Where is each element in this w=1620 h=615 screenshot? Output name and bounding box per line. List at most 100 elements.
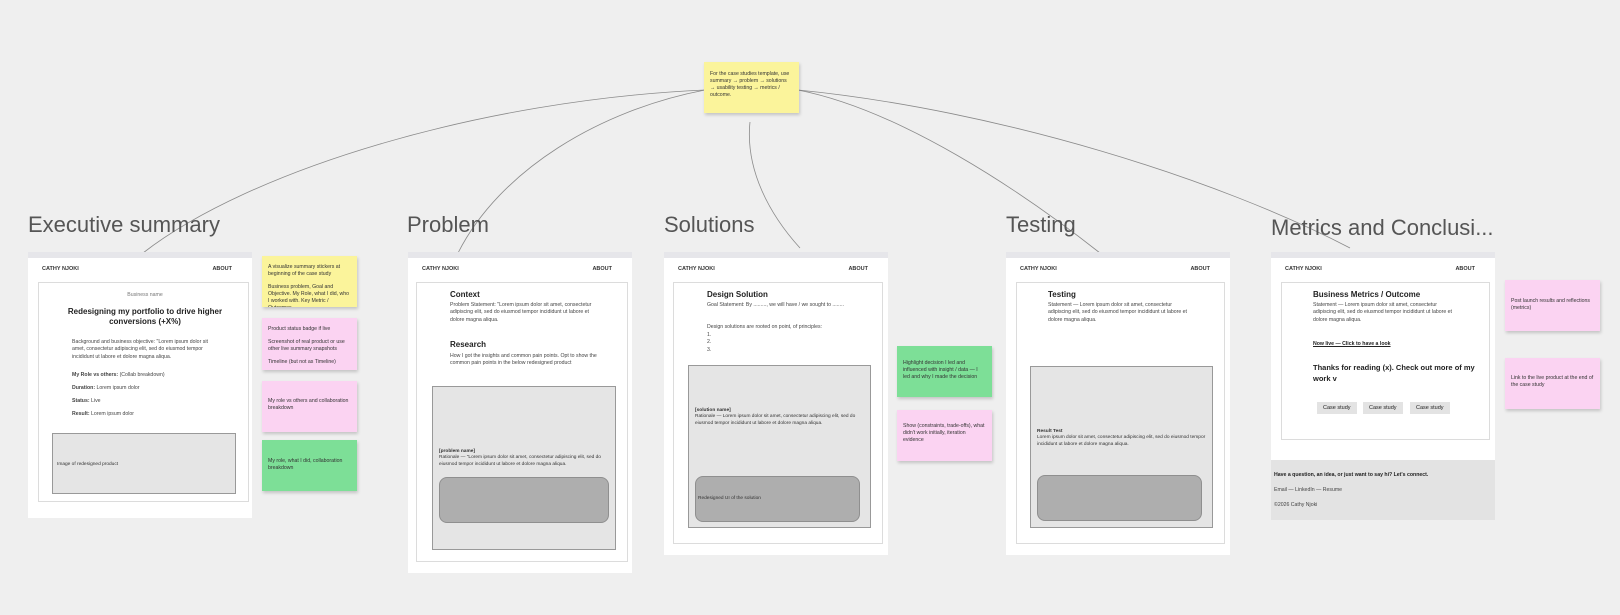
sticky-live-link[interactable]: Link to the live product at the end of t… (1505, 358, 1600, 409)
nav-about[interactable]: ABOUT (1190, 266, 1210, 272)
live-link[interactable]: Now live — Click to have a look (1313, 341, 1391, 347)
nav-bar: CATHY NJOKI ABOUT (42, 266, 232, 272)
sticky-product-status-1: Product status badge if live (268, 326, 331, 332)
sticky-template-note[interactable]: For the case studies template, use summa… (704, 62, 799, 113)
sticky-product-status-3: Timeline (but not as Timeline) (268, 359, 336, 366)
case-study-button-3[interactable]: Case study (1410, 402, 1450, 414)
frame-testing[interactable]: CATHY NJOKI ABOUT Testing Statement — Lo… (1006, 252, 1230, 555)
sticky-decision-led-text: Highlight decision I led and influenced … (903, 360, 978, 381)
research-heading: Research (450, 340, 487, 349)
research-text: How I got the insights and common pain p… (450, 353, 597, 367)
sticky-exec-summary-1: A visualize summary stickers at beginnin… (268, 264, 341, 278)
nav-bar: CATHY NJOKI ABOUT (678, 266, 868, 272)
nav-name[interactable]: CATHY NJOKI (1285, 266, 1322, 272)
result-value: Lorem ipsum dolor (91, 411, 135, 417)
thanks-text: Thanks for reading (x). Check out more o… (1313, 363, 1475, 383)
problem-caption-title: [problem name] (439, 449, 475, 454)
duration-row: Duration: Lorem ipsum dolor (72, 385, 139, 392)
design-solution-heading: Design Solution (707, 290, 768, 299)
frame-problem[interactable]: CATHY NJOKI ABOUT Context Problem Statem… (408, 252, 632, 573)
context-heading: Context (450, 290, 480, 299)
sticky-role-collab-text: My role vs others and collaboration brea… (268, 398, 349, 412)
sticky-post-launch-text: Post launch results and reflections (met… (1511, 298, 1591, 312)
status-label: Status: (72, 398, 90, 404)
sticky-product-status[interactable]: Product status badge if live Screenshot … (262, 318, 357, 370)
business-metrics-heading: Business Metrics / Outcome (1313, 290, 1421, 299)
nav-name[interactable]: CATHY NJOKI (1020, 266, 1057, 272)
heading-solutions: Solutions (664, 212, 755, 237)
sticky-decision-led[interactable]: Highlight decision I led and influenced … (897, 346, 992, 397)
page-card (38, 282, 249, 502)
testing-caption-text: Lorem ipsum dolor sit amet, consectetur … (1037, 435, 1206, 447)
nav-name[interactable]: CATHY NJOKI (422, 266, 459, 272)
frame-metrics[interactable]: CATHY NJOKI ABOUT Business Metrics / Out… (1271, 252, 1495, 520)
status-value: Live (91, 398, 101, 404)
role-row: My Role vs others: (Collab breakdown) (72, 372, 165, 379)
page-card (673, 282, 883, 544)
frame-executive-summary[interactable]: CATHY NJOKI ABOUT Business name Redesign… (28, 252, 252, 518)
sticky-constraints-text: Show (constraints, trade-offs), what did… (903, 423, 985, 444)
role-value: (Collab breakdown) (119, 372, 165, 378)
problem-caption: [problem name] Rationale — "Lorem ipsum … (439, 449, 609, 468)
testing-statement: Statement — Lorem ipsum dolor sit amet, … (1048, 302, 1187, 323)
nav-about[interactable]: ABOUT (212, 266, 232, 272)
redesigned-ui-placeholder: Redesigned UI of the solution (695, 476, 860, 522)
testing-image-placeholder: Result Test Lorem ipsum dolor sit amet, … (1030, 366, 1213, 528)
heading-problem: Problem (407, 212, 489, 237)
page-card (416, 282, 628, 562)
duration-value: Lorem ipsum dolor (96, 385, 140, 391)
page-card (1281, 282, 1490, 440)
principles-intro: Design solutions are rooted on point, of… (707, 324, 823, 330)
solution-caption-text: Rationale — Lorem ipsum dolor sit amet, … (695, 414, 856, 426)
principles-list: 1. 2. 3. (707, 332, 711, 354)
nav-name[interactable]: CATHY NJOKI (42, 266, 79, 272)
product-image-placeholder: Image of redesigned product (52, 433, 236, 494)
solution-caption-title: [solution name] (695, 408, 731, 413)
redesigned-ui-caption: Redesigned UI of the solution (698, 496, 761, 501)
frame-solutions[interactable]: CATHY NJOKI ABOUT Design Solution Goal S… (664, 252, 888, 555)
solution-image-placeholder: [solution name] Rationale — Lorem ipsum … (688, 365, 871, 528)
sticky-exec-summary[interactable]: A visualize summary stickers at beginnin… (262, 256, 357, 307)
testing-heading: Testing (1048, 290, 1076, 299)
exec-title: Redesigning my portfolio to drive higher… (67, 307, 223, 327)
role-label: My Role vs others: (72, 372, 119, 378)
problem-caption-text: Rationale — "Lorem ipsum dolor sit amet,… (439, 455, 601, 467)
principle-item-1: 1. (707, 332, 712, 338)
sticky-constraints[interactable]: Show (constraints, trade-offs), what did… (897, 410, 992, 461)
sticky-template-note-text: For the case studies template, use summa… (710, 71, 790, 99)
testing-ui-placeholder (1037, 475, 1202, 521)
footer-copyright: ©2026 Cathy Njoki (1274, 502, 1318, 508)
sticky-role-what-i-did-text: My role, what I did, collaboration break… (268, 458, 343, 472)
connector-to-solutions (748, 121, 801, 249)
nav-about[interactable]: ABOUT (592, 266, 612, 272)
case-study-button-1[interactable]: Case study (1317, 402, 1357, 414)
duration-label: Duration: (72, 385, 96, 391)
nav-bar: CATHY NJOKI ABOUT (422, 266, 612, 272)
sticky-role-collab[interactable]: My role vs others and collaboration brea… (262, 381, 357, 432)
problem-statement: Problem Statement: "Lorem ipsum dolor si… (450, 302, 592, 323)
footer-question: Have a question, an idea, or just want t… (1274, 472, 1429, 478)
nav-name[interactable]: CATHY NJOKI (678, 266, 715, 272)
case-study-button-2[interactable]: Case study (1363, 402, 1403, 414)
metrics-statement: Statement — Lorem ipsum dolor sit amet, … (1313, 302, 1452, 323)
principle-item-2: 2. (707, 339, 712, 346)
nav-about[interactable]: ABOUT (1455, 266, 1475, 272)
sticky-post-launch[interactable]: Post launch results and reflections (met… (1505, 280, 1600, 331)
business-name: Business name (127, 292, 163, 298)
image-caption: Image of redesigned product (57, 462, 119, 467)
goal-statement: Goal Statement: By ........., we will ha… (707, 302, 844, 308)
nav-bar: CATHY NJOKI ABOUT (1285, 266, 1475, 272)
nav-about[interactable]: ABOUT (848, 266, 868, 272)
principle-item-3: 3. (707, 346, 712, 353)
page-card (1016, 282, 1225, 544)
testing-caption: Result Test Lorem ipsum dolor sit amet, … (1037, 429, 1209, 448)
result-label: Result: (72, 411, 90, 417)
solution-caption: [solution name] Rationale — Lorem ipsum … (695, 408, 865, 427)
heading-executive-summary: Executive summary (28, 212, 220, 237)
sticky-role-what-i-did[interactable]: My role, what I did, collaboration break… (262, 440, 357, 491)
background-objective: Background and business objective: "Lore… (72, 339, 208, 360)
page-footer: Have a question, an idea, or just want t… (1271, 460, 1495, 520)
footer-links[interactable]: Email — LinkedIn — Resume (1274, 487, 1343, 493)
heading-testing: Testing (1006, 212, 1076, 237)
heading-metrics: Metrics and Conclusi... (1271, 215, 1494, 240)
